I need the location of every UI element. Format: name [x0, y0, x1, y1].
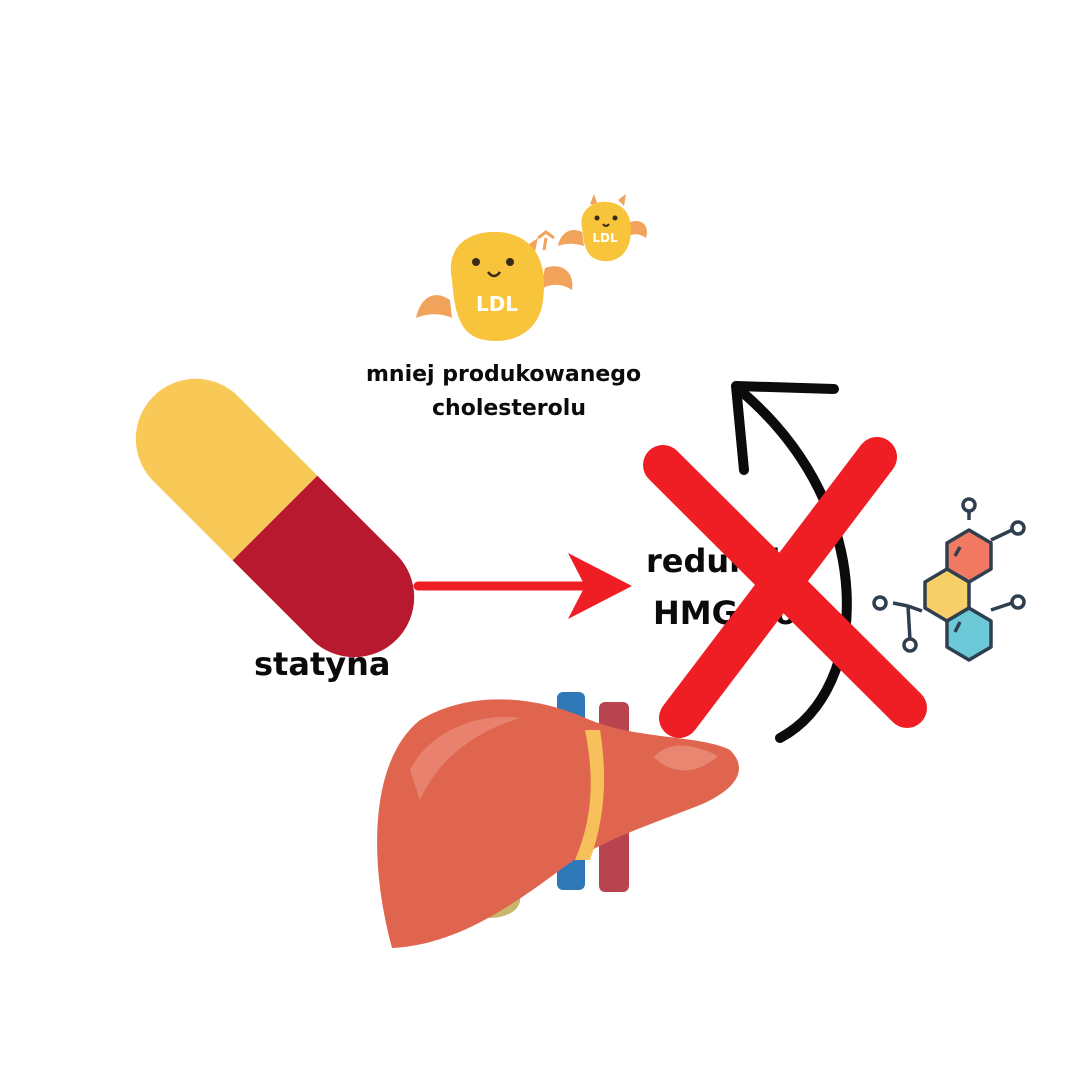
ldl-large-label: LDL [476, 292, 518, 316]
ldl-devil-icon: LDL [558, 194, 648, 262]
ldl-small-label: LDL [592, 231, 618, 245]
ldl-devil-icon: LDL [416, 230, 573, 341]
liver-icon [377, 692, 739, 948]
cross-x-icon [643, 437, 927, 738]
arrow-right-icon [413, 553, 632, 619]
result-label-line-2: cholesterolu [432, 396, 586, 421]
molecule-icon [872, 497, 1026, 662]
capsule-icon [110, 353, 440, 683]
result-label-line-1: mniej produkowanego [366, 362, 642, 387]
curved-arrow-icon [731, 381, 852, 743]
